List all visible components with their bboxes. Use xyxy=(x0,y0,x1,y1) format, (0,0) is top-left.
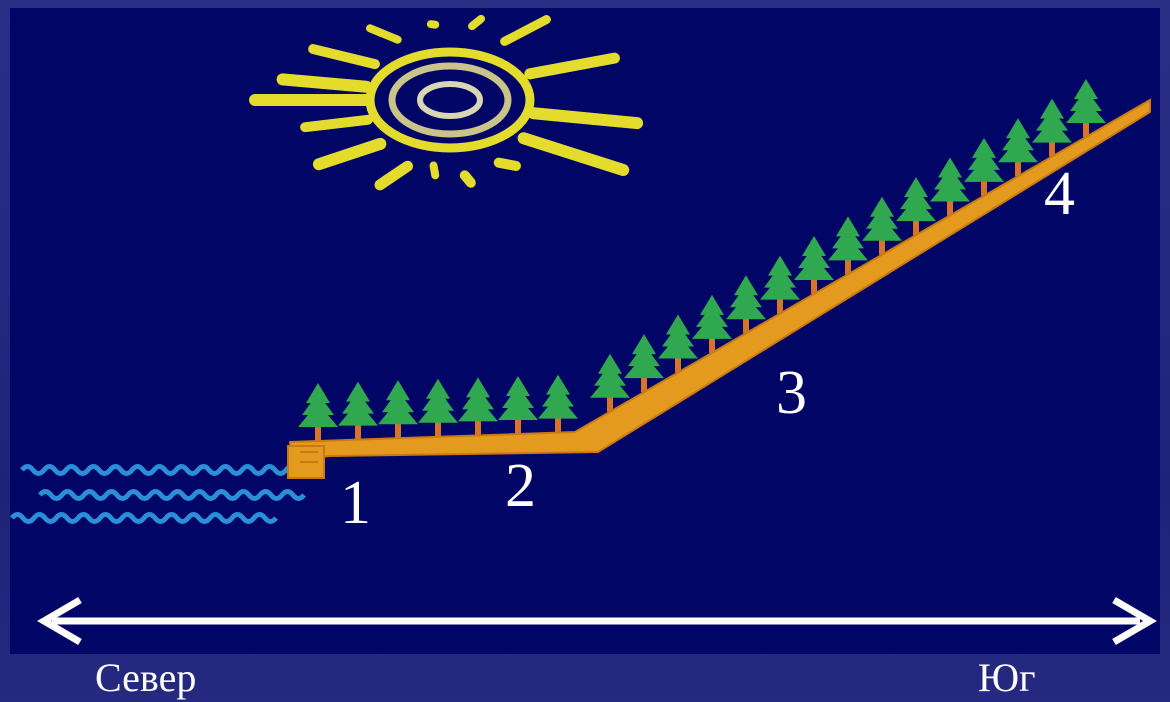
tree-icon xyxy=(538,375,578,433)
water-wave-icon xyxy=(12,467,308,522)
tree-icon xyxy=(498,376,538,434)
axis-label-south: Юг xyxy=(978,658,1036,698)
zone-label-4: 4 xyxy=(1044,163,1075,225)
tree-icon xyxy=(418,379,458,437)
axis-label-north: Север xyxy=(95,658,196,698)
double-arrow-icon xyxy=(44,600,1150,642)
zone-label-2: 2 xyxy=(505,455,536,517)
tree-icon xyxy=(338,382,378,440)
zone-label-3: 3 xyxy=(776,362,807,424)
zone-label-1: 1 xyxy=(340,472,371,534)
tree-icon xyxy=(378,380,418,438)
tree-icon xyxy=(298,383,338,441)
tree-icon xyxy=(458,377,498,435)
sun-icon xyxy=(255,19,637,185)
